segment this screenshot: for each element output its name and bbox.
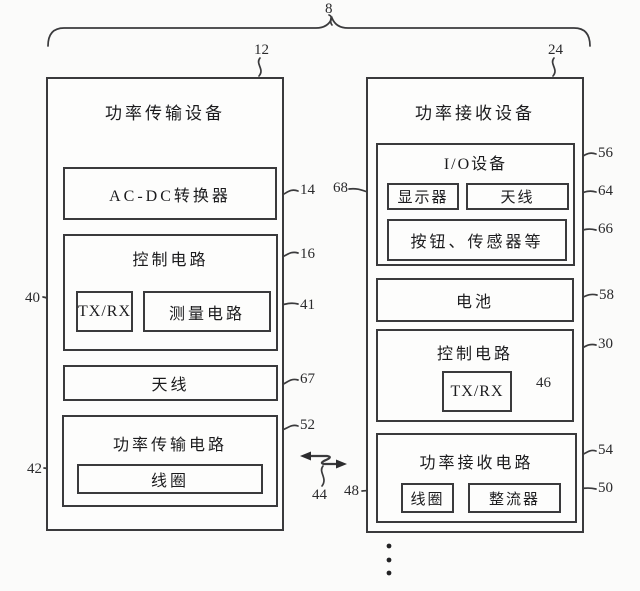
battery-label: 电池 bbox=[455, 294, 494, 311]
ref-label-acdc: 14 bbox=[300, 182, 315, 198]
measurement-circuit-box: 测量电路 bbox=[143, 291, 271, 332]
system-brace bbox=[47, 15, 591, 47]
ref-label-tx-device: 12 bbox=[254, 42, 269, 58]
power-receive-circuit-title: 功率接收电路 bbox=[419, 455, 534, 472]
ref-label-tx-txrx: 40 bbox=[25, 290, 40, 306]
rx-io-antenna-label: 天线 bbox=[500, 190, 535, 206]
buttons-sensors-box: 按钮、传感器等 bbox=[387, 219, 567, 261]
rx-coil-label: 线圈 bbox=[410, 491, 445, 508]
ref-label-tx-control: 16 bbox=[300, 246, 315, 262]
tx-control-circuit-title: 控制电路 bbox=[132, 252, 209, 269]
rx-coil-box: 线圈 bbox=[401, 483, 454, 513]
ref-label-rx-device: 24 bbox=[548, 42, 563, 58]
receiver-device-title: 功率接收设备 bbox=[415, 104, 535, 123]
acdc-converter-label: AC-DC转换器 bbox=[109, 187, 231, 205]
tx-antenna-box: 天线 bbox=[63, 365, 278, 401]
ref-label-rx-txrx: 46 bbox=[536, 375, 551, 391]
receiver-device-box: 功率接收设备 I/O设备 显示器 天线 按钮、传感器等 电池 控制电路 TX/R… bbox=[366, 77, 584, 533]
rectifier-label: 整流器 bbox=[488, 491, 540, 508]
power-transmit-circuit-box: 功率传输电路 线圈 bbox=[62, 415, 278, 507]
power-transmit-circuit-title: 功率传输电路 bbox=[112, 437, 227, 454]
ref-label-tx-coil: 42 bbox=[27, 461, 42, 477]
ref-label-buttons: 66 bbox=[598, 221, 613, 237]
display-box: 显示器 bbox=[387, 183, 459, 210]
wireless-link-arrow bbox=[300, 451, 347, 469]
rx-io-antenna-box: 天线 bbox=[466, 183, 569, 210]
rx-txrx-label: TX/RX bbox=[450, 382, 504, 400]
rectifier-box: 整流器 bbox=[468, 483, 561, 513]
tx-antenna-label: 天线 bbox=[151, 377, 190, 394]
tx-txrx-box: TX/RX bbox=[76, 291, 133, 332]
battery-box: 电池 bbox=[376, 278, 574, 322]
ref-label-system: 8 bbox=[325, 1, 333, 17]
display-label: 显示器 bbox=[397, 190, 449, 206]
ref-label-battery: 58 bbox=[599, 287, 614, 303]
leader-12 bbox=[257, 57, 262, 77]
transmitter-device-box: 功率传输设备 AC-DC转换器 控制电路 TX/RX 测量电路 天线 功率传输电… bbox=[46, 77, 284, 531]
ref-label-rectifier: 50 bbox=[598, 480, 613, 496]
transmitter-device-title: 功率传输设备 bbox=[105, 104, 225, 123]
rx-txrx-box: TX/RX bbox=[442, 371, 512, 412]
ref-label-measure: 41 bbox=[300, 297, 315, 313]
rx-control-circuit-box: 控制电路 TX/RX bbox=[376, 329, 574, 422]
tx-control-circuit-box: 控制电路 TX/RX 测量电路 bbox=[63, 234, 278, 351]
ref-label-io: 56 bbox=[598, 145, 613, 161]
ref-label-tx-antenna: 67 bbox=[300, 371, 315, 387]
acdc-converter-box: AC-DC转换器 bbox=[63, 167, 277, 220]
tx-coil-box: 线圈 bbox=[77, 464, 263, 494]
ref-label-rx-antenna: 64 bbox=[598, 183, 613, 199]
ref-label-wireless: 44 bbox=[312, 487, 327, 503]
ref-label-display: 68 bbox=[333, 180, 348, 196]
rx-control-circuit-title: 控制电路 bbox=[436, 346, 513, 363]
power-receive-circuit-box: 功率接收电路 线圈 整流器 bbox=[376, 433, 577, 523]
ellipsis-dots bbox=[386, 543, 392, 576]
ref-label-rx-coil: 48 bbox=[344, 483, 359, 499]
buttons-sensors-label: 按钮、传感器等 bbox=[410, 234, 544, 251]
io-devices-box: I/O设备 显示器 天线 按钮、传感器等 bbox=[376, 143, 575, 266]
tx-coil-label: 线圈 bbox=[150, 473, 189, 490]
tx-txrx-label: TX/RX bbox=[78, 302, 131, 320]
leader-24 bbox=[551, 57, 556, 77]
measurement-circuit-label: 测量电路 bbox=[168, 305, 245, 323]
ref-label-power-tx: 52 bbox=[300, 417, 315, 433]
ref-label-power-rx: 54 bbox=[598, 442, 613, 458]
ref-label-rx-control: 30 bbox=[598, 336, 613, 352]
leader-44 bbox=[320, 465, 325, 487]
io-devices-title: I/O设备 bbox=[443, 156, 508, 173]
